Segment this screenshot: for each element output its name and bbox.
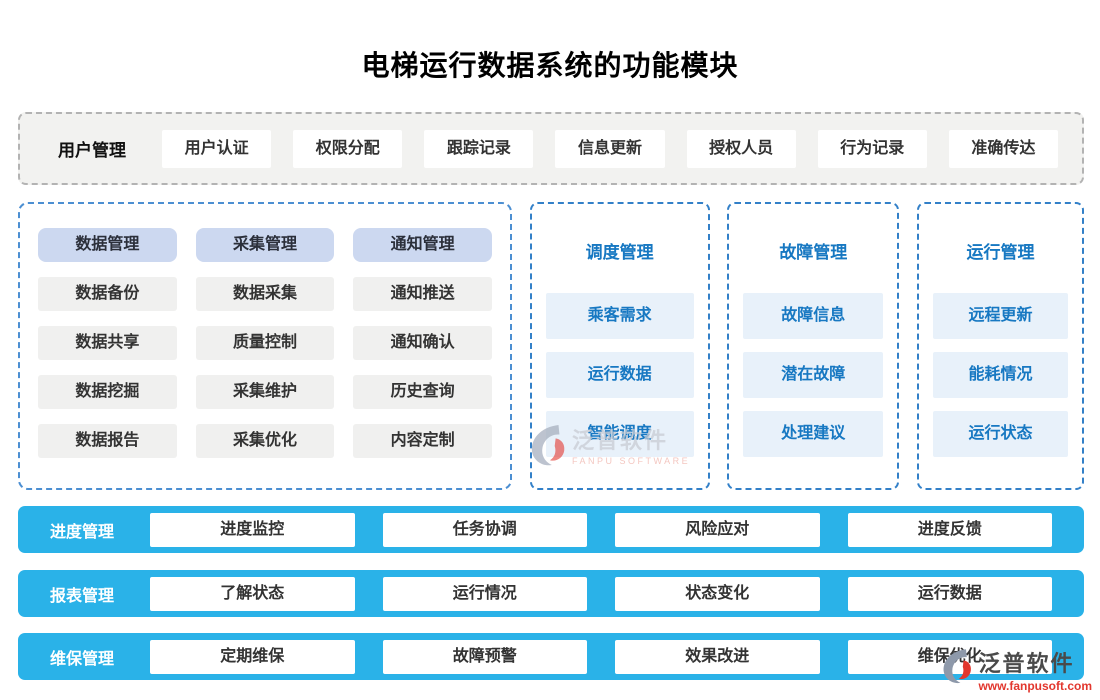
data-panel-item: 采集优化 xyxy=(195,424,335,458)
bar-label: 报表管理 xyxy=(50,587,115,605)
fanpu-logo-icon xyxy=(531,425,565,466)
watermark-center: 泛普软件 FANPU SOFTWARE xyxy=(530,423,690,467)
data-panel-item: 内容定制 xyxy=(353,424,492,458)
bar-item: 进度反馈 xyxy=(847,512,1053,547)
user-row-item: 用户认证 xyxy=(162,129,272,168)
panel-header: 调度管理 xyxy=(585,243,654,262)
bar-item: 进度监控 xyxy=(150,512,355,547)
page-title: 电梯运行数据系统的功能模块 xyxy=(361,50,739,81)
data-panel-item: 数据报告 xyxy=(38,424,177,458)
progress-management-bar: 进度管理 进度监控 任务协调 风险应对 进度反馈 xyxy=(18,506,1084,553)
operation-management-panel: 运行管理 远程更新 能耗情况 运行状态 xyxy=(916,202,1084,490)
data-panel-item: 数据挖掘 xyxy=(38,375,177,409)
data-management-panel: 数据管理 采集管理 通知管理 数据备份 数据采集 通知推送 数据共享 质量控制 … xyxy=(18,202,512,490)
data-panel-item: 数据备份 xyxy=(38,277,177,311)
bar-item: 状态变化 xyxy=(615,576,820,611)
panel-header: 运行管理 xyxy=(966,243,1035,262)
bar-item: 了解状态 xyxy=(150,576,355,611)
panel-header: 故障管理 xyxy=(779,243,848,262)
user-row-item: 权限分配 xyxy=(293,129,403,168)
fault-management-panel: 故障管理 故障信息 潜在故障 处理建议 xyxy=(727,202,900,490)
data-panel-header: 采集管理 xyxy=(195,228,335,262)
watermark-subtitle: FANPU SOFTWARE xyxy=(572,456,691,466)
watermark-url: www.fanpusoft.com xyxy=(978,679,1092,693)
panel-item: 远程更新 xyxy=(932,293,1068,339)
panel-item: 能耗情况 xyxy=(932,352,1068,398)
fanpu-logo-icon xyxy=(943,649,972,684)
bar-item: 任务协调 xyxy=(382,512,588,547)
report-management-bar: 报表管理 了解状态 运行情况 状态变化 运行数据 xyxy=(18,570,1084,617)
middle-section: 数据管理 采集管理 通知管理 数据备份 数据采集 通知推送 数据共享 质量控制 … xyxy=(18,202,1084,490)
maintenance-management-bar: 维保管理 定期维保 故障预警 效果改进 维保优化 xyxy=(18,633,1084,680)
data-panel-item: 数据共享 xyxy=(38,326,177,360)
panel-item: 故障信息 xyxy=(743,293,884,339)
bar-item: 风险应对 xyxy=(615,512,820,547)
user-row-item: 授权人员 xyxy=(686,129,796,168)
dispatch-management-panel: 调度管理 乘客需求 运行数据 智能调度 xyxy=(529,202,710,490)
panel-item: 运行数据 xyxy=(545,352,694,398)
data-panel-item: 通知确认 xyxy=(353,326,492,360)
data-panel-item: 质量控制 xyxy=(195,326,335,360)
bar-item: 效果改进 xyxy=(615,639,820,674)
data-panel-header: 数据管理 xyxy=(38,228,177,262)
data-panel-item: 采集维护 xyxy=(195,375,335,409)
user-row-item: 行为记录 xyxy=(817,129,927,168)
bar-label: 维保管理 xyxy=(50,650,115,668)
user-panel-label: 用户管理 xyxy=(58,141,126,160)
data-panel-header: 通知管理 xyxy=(353,228,492,262)
bar-item: 定期维保 xyxy=(150,639,355,674)
panel-item: 乘客需求 xyxy=(545,293,694,339)
user-management-panel: 用户管理 用户认证 权限分配 跟踪记录 信息更新 授权人员 行为记录 准确传达 xyxy=(18,112,1084,185)
user-row-item: 信息更新 xyxy=(555,129,665,168)
panel-item: 潜在故障 xyxy=(743,352,884,398)
user-row-item: 准确传达 xyxy=(948,129,1058,168)
panel-item: 智能调度 xyxy=(545,411,694,457)
panel-item: 处理建议 xyxy=(743,411,884,457)
watermark-name: 泛普软件 xyxy=(978,651,1075,676)
data-panel-item: 通知推送 xyxy=(353,277,492,311)
bar-item: 运行情况 xyxy=(382,576,588,611)
bar-item: 故障预警 xyxy=(382,639,588,674)
panel-item: 运行状态 xyxy=(932,411,1068,457)
user-row-item: 跟踪记录 xyxy=(424,129,534,168)
data-panel-item: 数据采集 xyxy=(195,277,335,311)
watermark-corner: 泛普软件 www.fanpusoft.com xyxy=(942,646,1092,693)
data-panel-item: 历史查询 xyxy=(353,375,492,409)
bar-label: 进度管理 xyxy=(50,523,115,541)
watermark-name: 泛普软件 xyxy=(572,428,669,453)
bar-item: 运行数据 xyxy=(847,576,1053,611)
